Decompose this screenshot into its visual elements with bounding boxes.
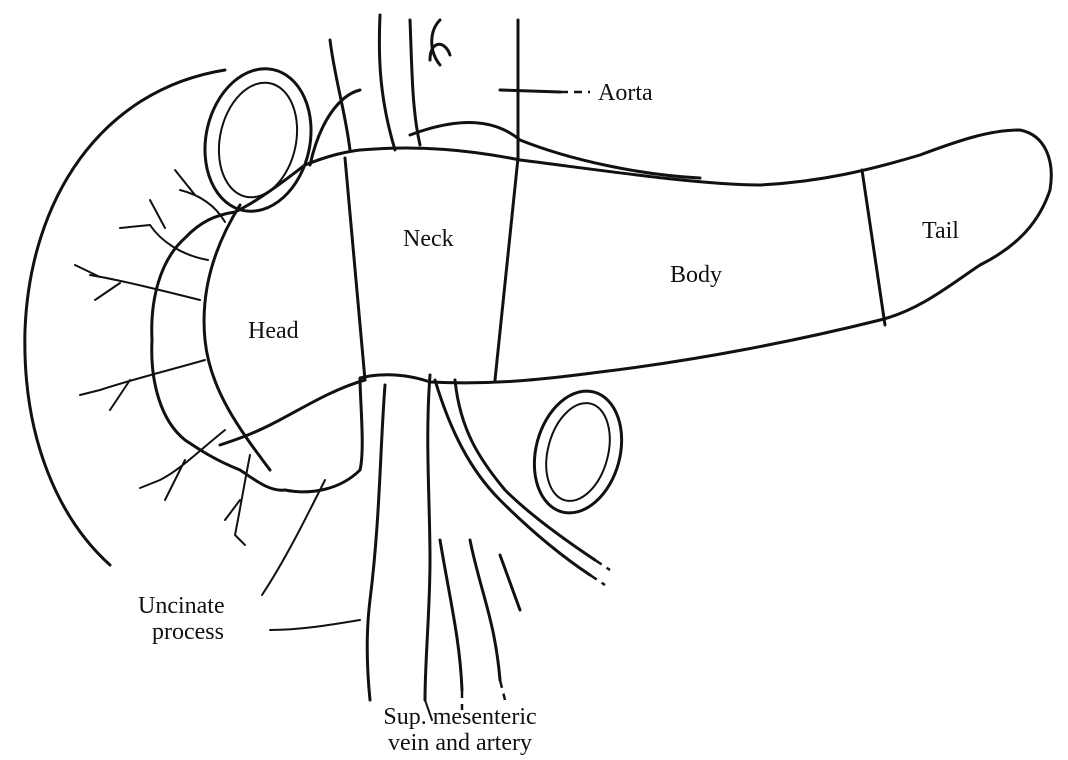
uncinate-leader (270, 620, 360, 630)
uncinate-label-line2: process (152, 619, 225, 645)
uncinate-label-line1: Uncinate (138, 593, 225, 619)
aorta-label: Aorta (598, 80, 653, 106)
uncinate-label: Uncinate process (138, 593, 225, 645)
head-label: Head (248, 318, 299, 344)
head-neck-division (345, 158, 365, 380)
duodenum-arc (25, 70, 225, 565)
sma-dash-ends (462, 560, 610, 710)
upper-ring (192, 59, 324, 221)
lower-ring (521, 381, 634, 523)
body-label: Body (670, 262, 722, 288)
sma-label-line2: vein and artery (360, 730, 560, 756)
head-uncinate-division (220, 380, 365, 445)
sma-label-line1: Sup. mesenteric (360, 704, 560, 730)
pancreas-outline (152, 130, 1051, 492)
neck-body-division (495, 158, 518, 380)
neck-label: Neck (403, 226, 454, 252)
tail-label: Tail (922, 218, 959, 244)
sma-label: Sup. mesenteric vein and artery (360, 704, 560, 756)
vessel-branches (75, 170, 250, 545)
body-tail-division (862, 170, 885, 325)
sma-vessels (367, 375, 595, 700)
uncinate-pointer (262, 480, 325, 595)
